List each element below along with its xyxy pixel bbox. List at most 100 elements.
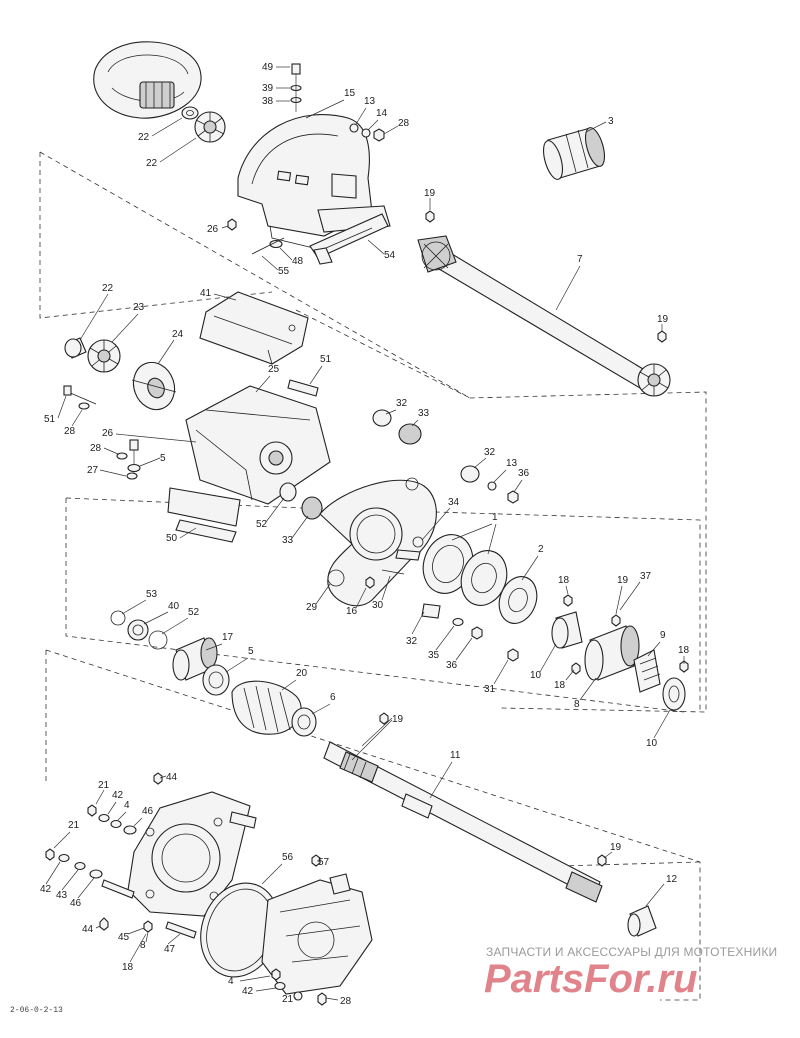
callout-43: 43 [56,869,79,901]
svg-text:42: 42 [112,790,124,801]
svg-text:35: 35 [428,650,440,661]
svg-text:46: 46 [70,898,82,909]
svg-text:28: 28 [64,426,76,437]
pump-housing [127,791,373,995]
svg-text:52: 52 [188,607,200,618]
svg-text:26: 26 [102,428,114,439]
svg-text:13: 13 [364,96,376,107]
svg-text:54: 54 [384,250,396,261]
callout-45: 45 [118,927,145,943]
svg-text:19: 19 [424,188,436,199]
callout-19a: 19 [424,188,436,210]
drive-pulley [93,41,202,119]
svg-text:45: 45 [118,932,130,943]
callout-5b: 5 [225,646,254,673]
support-housing-25 [167,385,331,543]
callout-39: 39 [262,83,290,94]
svg-text:23: 23 [133,302,145,313]
svg-text:17: 17 [222,632,234,643]
callout-46b: 46 [70,877,95,909]
svg-text:51: 51 [320,354,332,365]
brake-discs [422,534,538,624]
svg-text:20: 20 [296,668,308,679]
watermark: ЗАПЧАСТИ И АКСЕССУАРЫ ДЛЯ МОТОТЕХНИКИ Pa… [484,945,777,1001]
svg-text:4: 4 [124,800,130,811]
callout-35: 35 [428,625,455,661]
svg-text:49: 49 [262,62,274,73]
callout-7: 7 [555,254,583,311]
svg-text:13: 13 [506,458,518,469]
coupler-star-top [194,111,226,143]
svg-text:56: 56 [282,852,294,863]
svg-text:3: 3 [608,116,614,127]
callout-27: 27 [87,465,127,477]
coupler-cluster-left [64,337,177,411]
svg-text:22: 22 [146,158,158,169]
hardware-bottom [45,772,327,1006]
svg-text:42: 42 [242,986,254,997]
callout-22c: 22 [79,283,114,341]
callout-52a: 52 [256,497,285,530]
callout-1: 1 [451,512,498,555]
bearing-group-right [551,594,689,711]
svg-text:32: 32 [484,447,496,458]
callout-36b: 36 [446,637,473,671]
seal-boot-group [110,610,317,737]
drive-shaft-7 [417,210,671,397]
callout-labels: 49 39 38 15 13 14 28 3 22 22 19 26 48 55… [40,62,690,1007]
sleeve-12 [627,905,657,937]
svg-text:32: 32 [406,636,418,647]
nuts-top [349,123,385,142]
bolts-left [63,379,319,480]
callout-44a: 44 [159,772,178,783]
callout-33a: 33 [411,408,430,427]
svg-text:29: 29 [306,602,318,613]
callout-31: 31 [484,659,509,695]
callout-32b: 32 [473,447,496,469]
svg-text:31: 31 [484,684,496,695]
bearing-plate-29 [319,477,437,607]
callout-57: 57 [317,857,330,868]
svg-text:19: 19 [392,714,404,725]
callout-8b: 8 [140,931,149,951]
drawing-code: 2-06-0-2-13 [10,1006,63,1015]
svg-text:42: 42 [40,884,52,895]
callout-4a: 4 [117,800,130,821]
callout-46a: 46 [133,806,154,827]
callout-4b: 4 [228,975,271,987]
callout-21a: 21 [95,780,110,805]
svg-text:37: 37 [640,571,652,582]
svg-text:50: 50 [166,533,178,544]
callout-16: 16 [346,587,367,617]
svg-text:12: 12 [666,874,678,885]
svg-text:43: 43 [56,890,68,901]
callout-10a: 10 [530,643,557,681]
svg-text:9: 9 [660,630,666,641]
svg-text:28: 28 [90,443,102,454]
callout-38: 38 [262,96,290,107]
svg-text:34: 34 [448,497,460,508]
callout-15: 15 [305,88,356,119]
callout-42b: 42 [40,861,61,895]
watermark-caption: ЗАПЧАСТИ И АКСЕССУАРЫ ДЛЯ МОТОТЕХНИКИ [486,945,777,959]
svg-text:24: 24 [172,329,184,340]
callout-56: 56 [261,852,294,885]
callout-49: 49 [262,62,290,73]
svg-text:21: 21 [68,820,80,831]
svg-text:41: 41 [200,288,212,299]
callout-32a: 32 [385,398,408,415]
callout-25: 25 [255,364,280,393]
svg-text:22: 22 [138,132,150,143]
svg-text:30: 30 [372,600,384,611]
callout-5a: 5 [139,453,166,467]
svg-text:36: 36 [446,660,458,671]
callout-28b: 28 [64,409,83,437]
svg-text:18: 18 [678,645,690,656]
svg-text:39: 39 [262,83,274,94]
callout-13: 13 [355,96,376,125]
callout-55: 55 [261,255,290,277]
svg-text:21: 21 [98,780,110,791]
svg-text:25: 25 [268,364,280,375]
callout-14: 14 [367,108,388,131]
